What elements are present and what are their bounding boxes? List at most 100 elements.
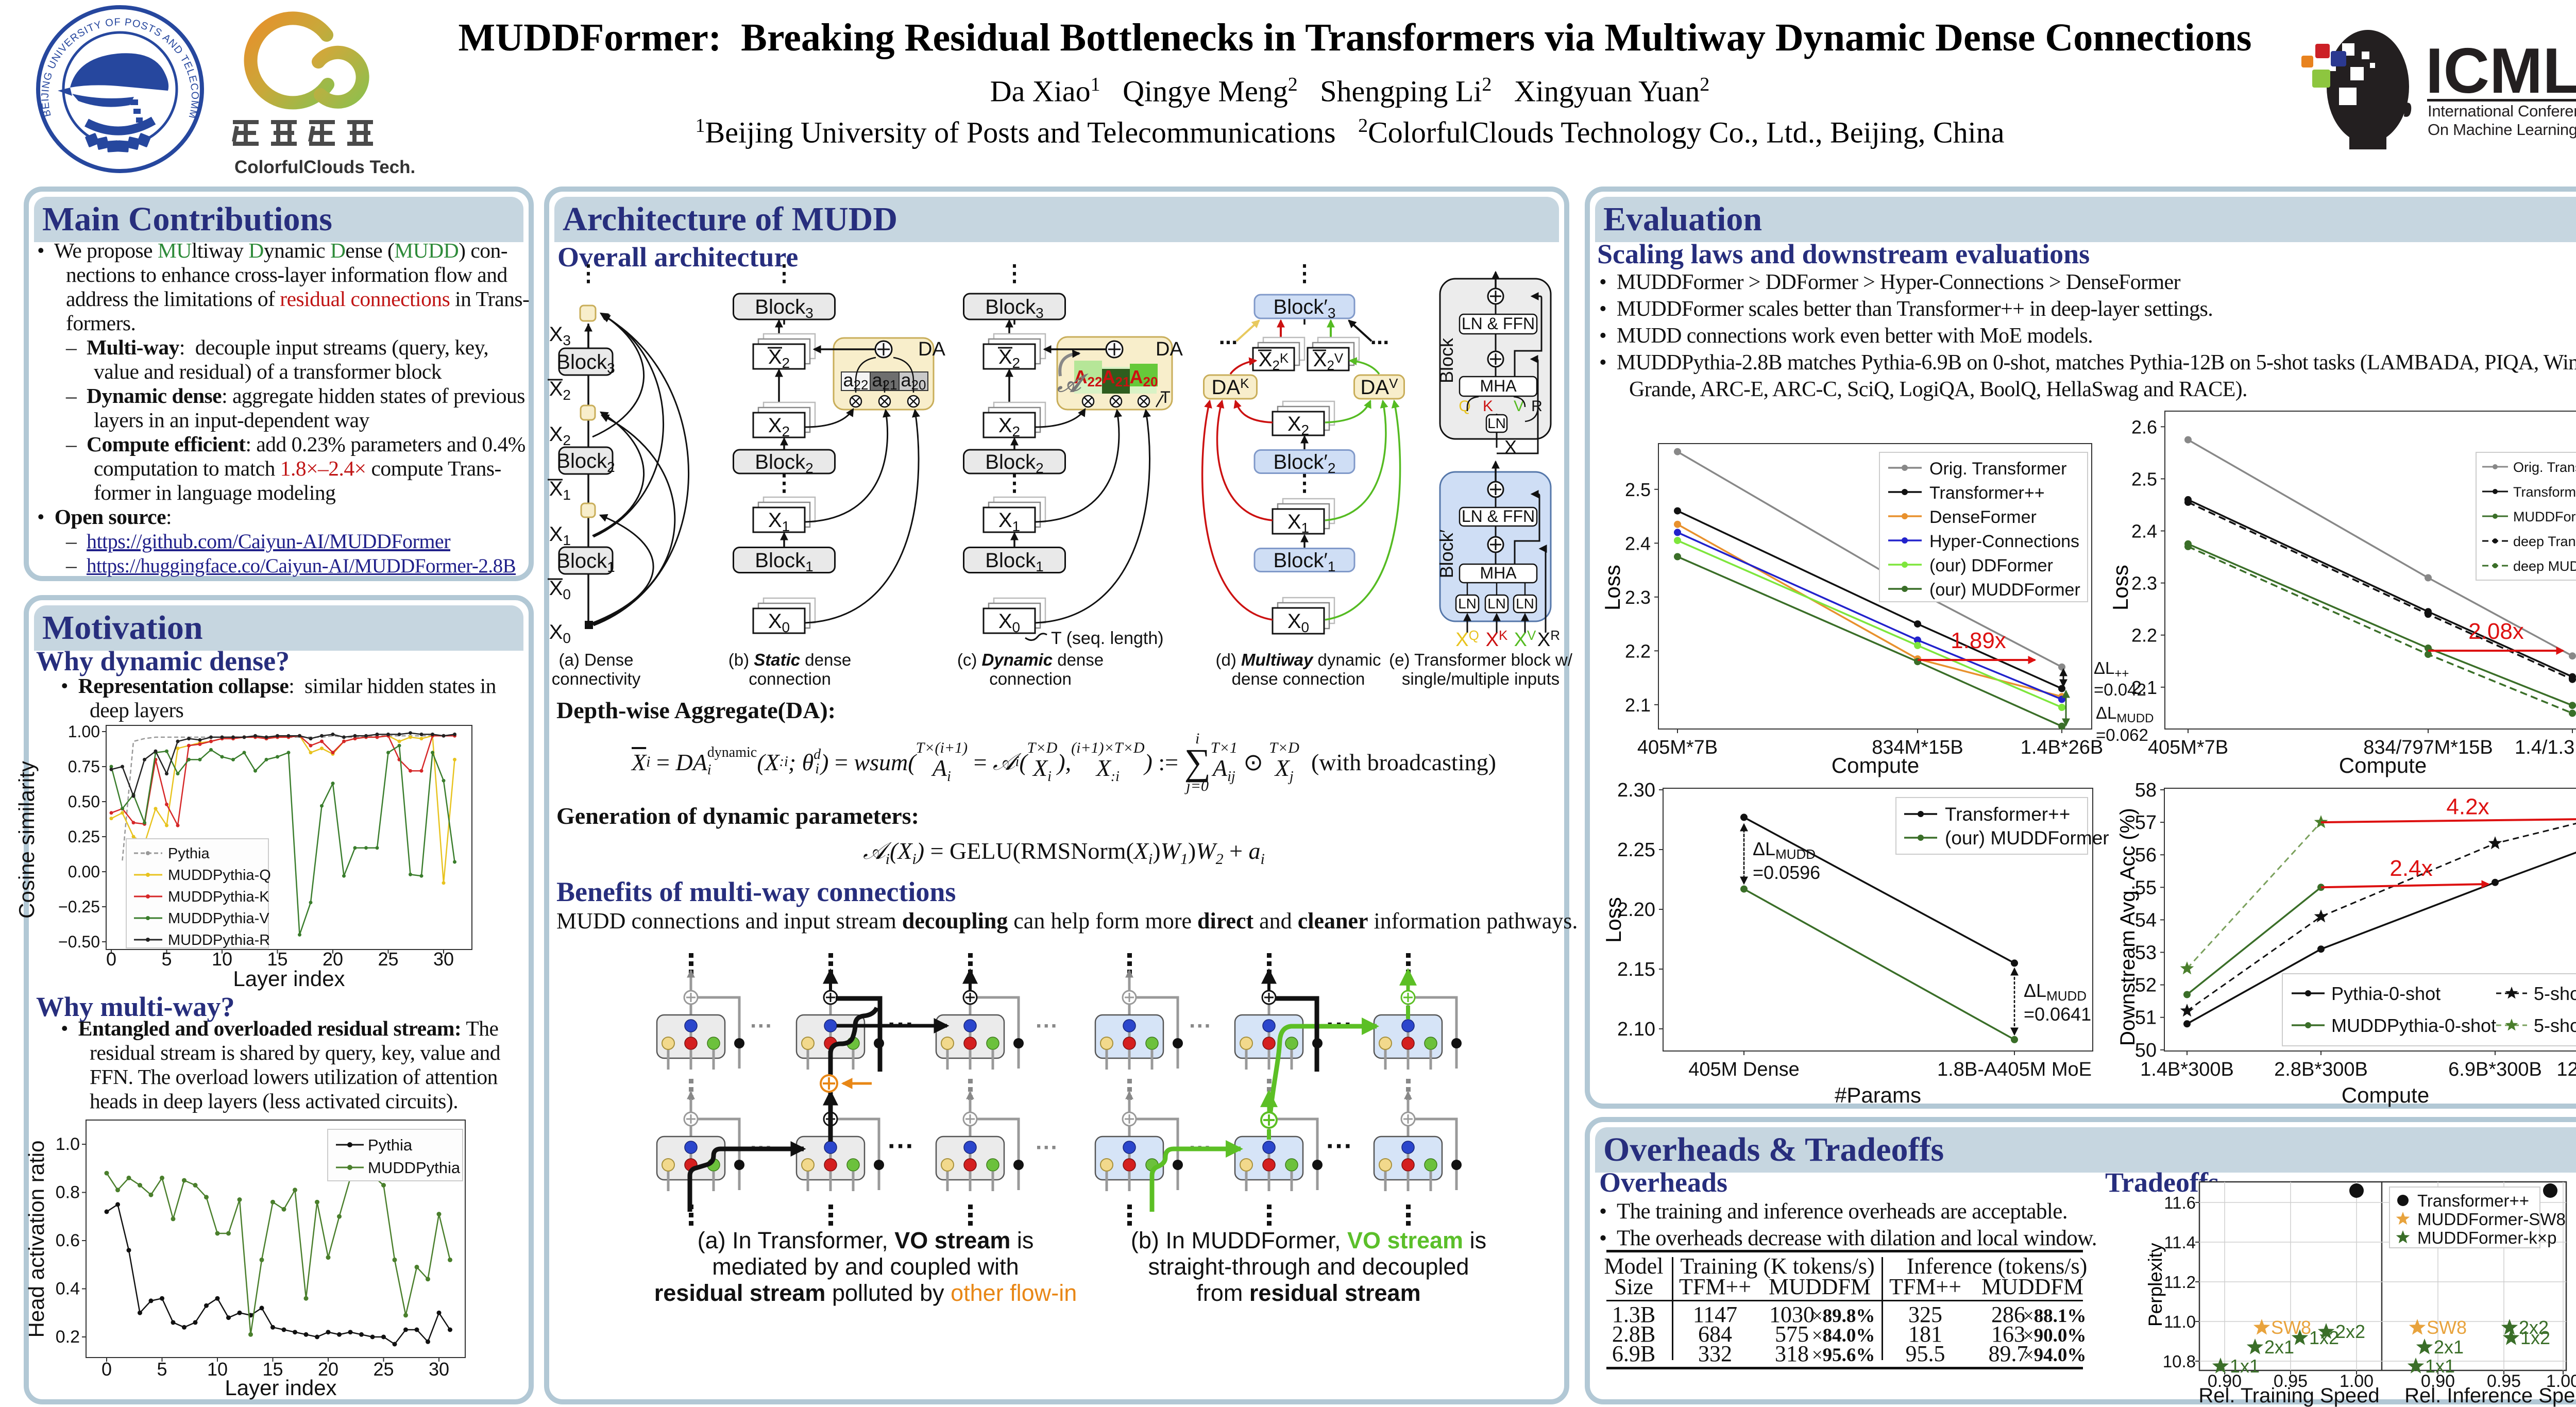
svg-text:2.1: 2.1 [2131,677,2157,698]
svg-text:325: 325 [1908,1302,1942,1327]
svg-text:54: 54 [2135,909,2157,931]
svg-text:Size: Size [1614,1274,1653,1299]
svg-text:V: V [1514,398,1524,415]
svg-text:Block1: Block1 [556,550,615,575]
svg-text:−0.50: −0.50 [58,933,100,951]
svg-text:···: ··· [1036,1013,1058,1039]
svg-text:···: ··· [1189,1013,1212,1039]
svg-text:1.00: 1.00 [68,722,100,741]
svg-text:Block3: Block3 [556,351,615,376]
svg-text:834/797M*15B: 834/797M*15B [2363,737,2493,758]
svg-text:10: 10 [207,1359,228,1380]
svg-text:X1: X1 [549,523,571,548]
svg-text:2.5: 2.5 [1625,479,1651,500]
svg-text:×84.0%: ×84.0% [1812,1325,1875,1346]
svg-text:Block′2: Block′2 [1274,451,1336,476]
svg-text:···: ··· [750,1013,773,1039]
svg-text:International Conference: International Conference [2428,102,2576,120]
svg-text:286: 286 [1991,1302,2025,1327]
svg-text:2.08x: 2.08x [2468,619,2524,644]
svg-text:0.50: 0.50 [68,792,100,811]
svg-text:0.8: 0.8 [56,1183,80,1202]
svg-text:MUDDFM: MUDDFM [1981,1274,2083,1299]
svg-text:ColorfulClouds Tech.: ColorfulClouds Tech. [234,157,415,177]
svg-text:0.95: 0.95 [2274,1371,2308,1391]
svg-text:=0.062: =0.062 [2096,725,2148,744]
svg-text:89.7: 89.7 [1989,1341,2028,1366]
svg-text:MUDDPythia-K: MUDDPythia-K [168,889,269,905]
svg-text:95.5: 95.5 [1906,1341,1945,1366]
svg-text:332: 332 [1698,1341,1732,1366]
svg-text:Training (K tokens/s): Training (K tokens/s) [1680,1253,1874,1279]
svg-text:11.4: 11.4 [2164,1233,2196,1252]
svg-text:15: 15 [267,948,287,970]
svg-text:XR: XR [1537,628,1560,651]
svg-text:MUDDPythia-R: MUDDPythia-R [168,932,270,948]
svg-text:MUDDFormer-SW8: MUDDFormer-SW8 [2417,1210,2566,1229]
svg-text:Head activation ratio: Head activation ratio [24,1141,48,1338]
svg-text:Block2: Block2 [985,451,1043,476]
svg-text:LN & FFN: LN & FFN [1462,314,1535,333]
svg-text:5-shot: 5-shot [2534,983,2576,1004]
svg-text:6.9B*300B: 6.9B*300B [2448,1059,2542,1080]
svg-text:×88.1%: ×88.1% [2023,1306,2087,1327]
svg-text:TFM++: TFM++ [1889,1274,1961,1299]
svg-text:4.2x: 4.2x [2446,794,2489,819]
svg-text:=0.0596: =0.0596 [1753,862,1820,883]
svg-text:Rel. Training Speed: Rel. Training Speed [2198,1384,2379,1407]
svg-text:0.95: 0.95 [2487,1371,2521,1391]
svg-text:⋮: ⋮ [773,470,795,496]
svg-text:58: 58 [2135,779,2157,801]
svg-text:T (seq. length): T (seq. length) [1051,629,1164,648]
svg-text:LN: LN [1487,596,1506,612]
svg-text:30: 30 [433,948,454,970]
svg-text:(our) MUDDFormer: (our) MUDDFormer [1929,580,2080,600]
svg-text:LN: LN [1487,415,1506,431]
svg-text:0: 0 [101,1359,112,1380]
svg-text:DA: DA [1156,338,1183,360]
svg-text:Hyper-Connections: Hyper-Connections [1929,532,2079,551]
svg-text:Transformer++: Transformer++ [2513,484,2576,500]
svg-text:1030: 1030 [1769,1302,1815,1327]
svg-text:51: 51 [2135,1007,2157,1029]
svg-text:1x2: 1x2 [2520,1327,2550,1348]
svg-text:2x1: 2x1 [2264,1336,2294,1358]
svg-text:50: 50 [2135,1040,2157,1061]
svg-text:T: T [1160,388,1171,406]
svg-text:Pythia: Pythia [168,845,210,862]
svg-text:ICML: ICML [2426,36,2576,107]
svg-text:2x2: 2x2 [2519,1317,2549,1338]
svg-text:×90.0%: ×90.0% [2023,1325,2087,1346]
svg-text:0.4: 0.4 [56,1279,80,1299]
svg-text:...: ... [1370,324,1389,349]
svg-text:2.4: 2.4 [2131,521,2157,542]
svg-text:XV: XV [1514,628,1536,651]
svg-text:2x2: 2x2 [2335,1321,2365,1342]
svg-text:163: 163 [1991,1321,2025,1347]
svg-text:11.6: 11.6 [2164,1193,2196,1212]
svg-text:5: 5 [161,948,172,970]
svg-text:Block3: Block3 [985,296,1043,321]
svg-text:MHA: MHA [1480,377,1517,395]
svg-text:1.89x: 1.89x [1951,628,2006,653]
svg-text:X: X [1504,436,1517,457]
svg-text:Layer index: Layer index [225,1376,336,1400]
svg-text:...: ... [1219,324,1238,349]
svg-text:X2: X2 [549,423,571,448]
svg-text:405M*7B: 405M*7B [1637,737,1718,758]
svg-text:DenseFormer: DenseFormer [1929,507,2037,527]
svg-text:Transformer++: Transformer++ [2417,1191,2529,1210]
svg-text:2.8B: 2.8B [1612,1321,1655,1347]
svg-text:⋮: ⋮ [1003,470,1026,496]
svg-text:Block2: Block2 [556,450,615,475]
svg-text:Transformer++: Transformer++ [1945,804,2070,825]
svg-text:1x1: 1x1 [2230,1355,2260,1377]
svg-text:MUDDFM: MUDDFM [1769,1274,1871,1299]
svg-text:···: ··· [1326,1131,1353,1161]
svg-text:···: ··· [888,1131,914,1161]
svg-text:XQ: XQ [1455,628,1479,651]
svg-text:2.8B*300B: 2.8B*300B [2274,1059,2368,1080]
svg-text:5: 5 [157,1359,167,1380]
svg-text:2.25: 2.25 [1617,839,1655,861]
svg-text:Cosine similarity: Cosine similarity [14,761,39,919]
